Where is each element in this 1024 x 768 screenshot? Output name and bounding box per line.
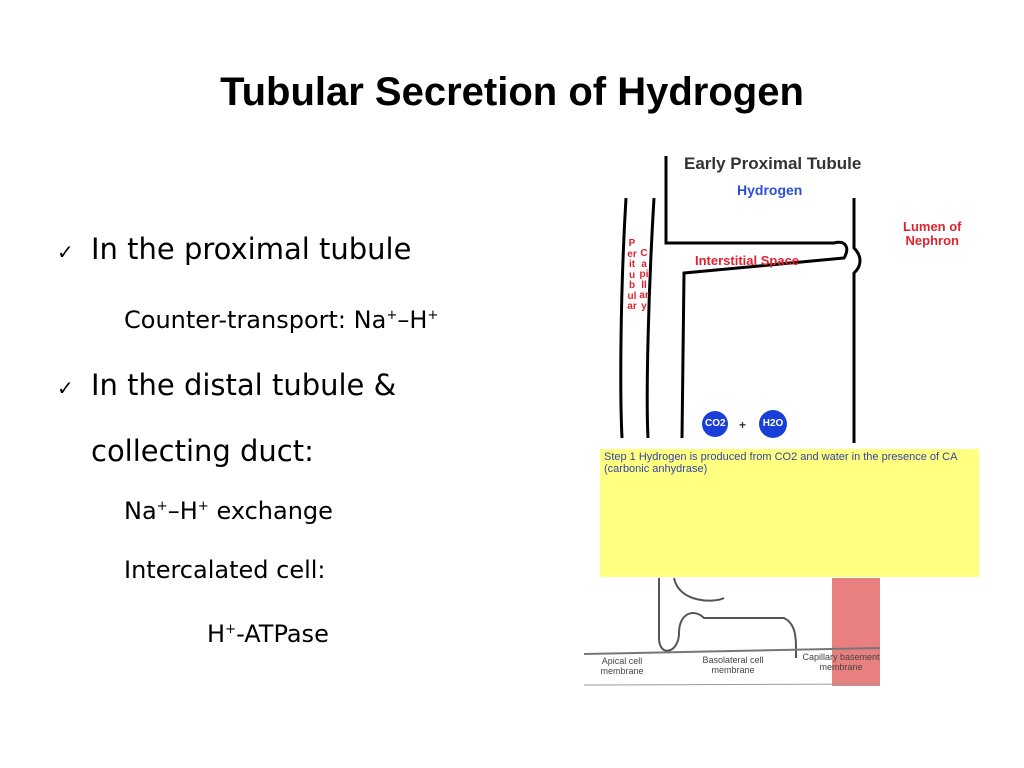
exchange-post: exchange — [208, 497, 333, 525]
capillary-bm-label: Capillary basement membrane — [798, 652, 884, 672]
step-note: Step 1 Hydrogen is produced from CO2 and… — [600, 449, 979, 577]
atpase-pre: H — [207, 620, 226, 648]
cell-membrane-lower — [658, 578, 797, 658]
capillary-bm-line2: membrane — [819, 662, 863, 672]
diagram-heading: Early Proximal Tubule — [684, 154, 862, 173]
interstitial-label: Interstitial Space — [695, 253, 800, 268]
exchange-pre: Na — [124, 497, 157, 525]
superscript: + — [427, 308, 439, 323]
tubule-wall-upper — [664, 156, 849, 439]
capillary-fill — [832, 578, 880, 686]
apical-label: Apical cell membrane — [590, 656, 654, 676]
counter-transport-mid: –H — [397, 306, 428, 334]
tubule-wall-right — [852, 198, 862, 443]
sub-exchange: Na+–H+ exchange — [124, 497, 333, 525]
superscript: + — [197, 499, 209, 514]
bullet-proximal: ✓ In the proximal tubule — [57, 232, 411, 266]
basolateral-line2: membrane — [711, 665, 755, 675]
superscript: + — [156, 499, 168, 514]
bullet-distal: ✓ In the distal tubule & — [57, 368, 396, 402]
h2o-text: H2O — [762, 418, 784, 429]
peritubular-label: Peritubular — [627, 238, 637, 312]
checkmark-icon: ✓ — [57, 376, 74, 400]
sub-atpase: H+-ATPase — [207, 620, 329, 648]
capillary-wall-left — [619, 197, 628, 439]
basolateral-label: Basolateral cell membrane — [690, 655, 776, 675]
cell-membrane-curve — [673, 577, 725, 602]
sub-intercalated-cell: Intercalated cell: — [124, 556, 326, 584]
bullet-distal-continued: collecting duct: — [91, 434, 314, 468]
checkmark-icon: ✓ — [57, 240, 74, 264]
superscript: + — [386, 308, 398, 323]
lumen-line1: Lumen of — [903, 219, 962, 234]
lumen-line2: Nephron — [905, 233, 959, 248]
basolateral-line1: Basolateral cell — [702, 655, 764, 665]
h2o-molecule — [759, 410, 787, 438]
atpase-post: -ATPase — [236, 620, 329, 648]
co2-molecule — [702, 411, 728, 437]
plus-text: + — [739, 418, 747, 432]
sub-counter-transport: Counter-transport: Na+–H+ — [124, 306, 438, 334]
tubule-diagram — [584, 156, 881, 686]
counter-transport-text: Counter-transport: Na — [124, 306, 387, 334]
slide-title: Tubular Secretion of Hydrogen — [220, 70, 804, 114]
superscript: + — [225, 622, 237, 637]
bottom-line — [584, 683, 881, 686]
exchange-mid: –H — [167, 497, 198, 525]
basement-line — [584, 647, 881, 655]
capillary-bm-line1: Capillary basement — [802, 652, 880, 662]
capillary-wall-right — [645, 197, 656, 439]
bullet-distal-text: In the distal tubule & — [91, 368, 397, 402]
co2-text: CO2 — [705, 418, 726, 429]
apical-line1: Apical cell — [601, 656, 643, 666]
capillary-label: Capillary — [639, 248, 649, 312]
bullet-proximal-text: In the proximal tubule — [91, 232, 412, 266]
lumen-label: Lumen of Nephron — [903, 220, 962, 248]
apical-line2: membrane — [600, 666, 644, 676]
diagram-subheading: Hydrogen — [737, 182, 803, 198]
